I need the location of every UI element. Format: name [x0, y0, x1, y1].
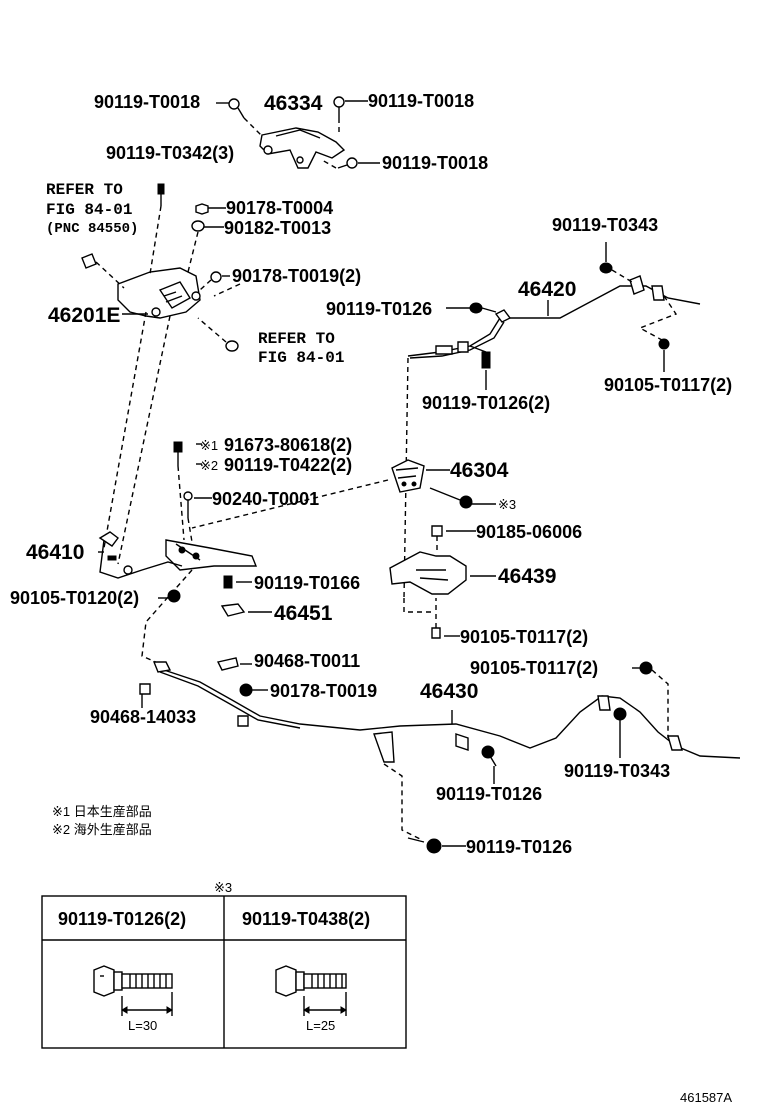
equalizer-46304: [391, 459, 425, 493]
callout-90178-T0004: 90178-T0004: [226, 198, 333, 218]
callout-46334: 46334: [264, 92, 323, 115]
callout-46451: 46451: [274, 602, 333, 625]
callout-46420: 46420: [518, 278, 576, 301]
bolt-icon: [639, 661, 653, 675]
bolt-icon: [469, 345, 491, 369]
clip-icon: [220, 603, 246, 617]
refer-label-2: REFER TO: [258, 330, 335, 348]
callout-46201E: 46201E: [48, 304, 120, 327]
mark-3: ※3: [498, 497, 516, 512]
bolt-icon: [223, 575, 233, 589]
length-label-30: L=30: [128, 1018, 157, 1033]
callout-46430: 46430: [420, 680, 478, 703]
cable-46420: [407, 275, 701, 359]
mark-2: ※2: [200, 458, 218, 473]
callout-90240-T0001: 90240-T0001: [212, 489, 319, 509]
nut-icon: [195, 203, 209, 215]
length-label-25: L=25: [306, 1018, 335, 1033]
nut-icon: [210, 271, 222, 283]
callout-90185-06006: 90185-06006: [476, 522, 582, 542]
bolt-icon: [658, 338, 670, 350]
bolt-icon: [333, 96, 345, 118]
note-overseas-made: ※2 海外生産部品: [52, 822, 152, 837]
callout-46439: 46439: [498, 565, 556, 588]
note-japan-made: ※1 日本生産部品: [52, 804, 152, 819]
bolt-icon: [228, 98, 245, 119]
table-col-90119-T0438: 90119-T0438(2): [242, 909, 370, 929]
bolt-icon: [337, 157, 358, 169]
table-col-90119-T0126: 90119-T0126(2): [58, 909, 186, 929]
clip-icon: [81, 253, 97, 269]
bolt-icon: [469, 302, 497, 314]
callout-90105-T0120: 90105-T0120(2): [10, 588, 139, 608]
bracket-46334: [259, 127, 346, 169]
callout-46304: 46304: [450, 459, 509, 482]
table-title: ※3: [214, 880, 232, 895]
callout-90468-14033: 90468-14033: [90, 707, 196, 727]
nut-icon: [225, 340, 239, 352]
bolt-icon: [275, 965, 347, 997]
bolt-icon: [429, 487, 473, 509]
callout-90182-T0013: 90182-T0013: [224, 218, 331, 238]
refer-fig-label-2: FIG 84-01: [258, 349, 344, 367]
bolt-icon: [93, 965, 173, 997]
callout-90468-T0011: 90468-T0011: [254, 651, 360, 671]
callout-90119-T0422: 90119-T0422(2): [224, 455, 352, 475]
cable-46430: [152, 661, 741, 763]
callout-90105-T0117-a: 90105-T0117(2): [604, 375, 732, 395]
callout-90119-T0126-2: 90119-T0126(2): [422, 393, 550, 413]
callout-90119-T0343-a: 90119-T0343: [552, 215, 658, 235]
bolt-icon: [157, 183, 165, 206]
callout-90119-T0166: 90119-T0166: [254, 573, 360, 593]
bolt-icon: [613, 707, 627, 721]
callout-90178-T0019-2: 90178-T0019(2): [232, 266, 361, 286]
bolt-icon: [431, 598, 441, 639]
mark-1: ※1: [200, 438, 218, 453]
callout-90178-T0019: 90178-T0019: [270, 681, 377, 701]
intermediate-lever: [165, 539, 258, 571]
bolt-icon: [183, 491, 193, 518]
bolt-icon: [173, 441, 183, 466]
callout-90119-T0342: 90119-T0342(3): [106, 143, 234, 163]
callout-90105-T0117-c: 90105-T0117(2): [470, 658, 598, 678]
callout-90119-T0018-b: 90119-T0018: [368, 91, 474, 111]
bolt-icon: [407, 837, 442, 854]
callout-90119-T0018-c: 90119-T0018: [382, 153, 488, 173]
bolt-icon: [167, 589, 181, 603]
clip-icon: [139, 683, 151, 695]
callout-90105-T0117-b: 90105-T0117(2): [460, 627, 588, 647]
cable-46410: [98, 531, 183, 579]
bolt-icon: [481, 745, 497, 767]
bolt-spec-table: ※3 90119-T0126(2) 90119-T0438(2) L=30 L=…: [41, 880, 407, 1049]
nut-icon: [239, 683, 253, 697]
refer-pnc-label: (PNC 84550): [46, 221, 138, 237]
nut-icon: [431, 525, 443, 554]
callout-90119-T0126-c: 90119-T0126: [466, 837, 572, 857]
protector-46439: [389, 551, 467, 595]
callout-90119-T0126-b: 90119-T0126: [436, 784, 542, 804]
callout-91673-80618: 91673-80618(2): [224, 435, 352, 455]
figure-id: 461587A: [680, 1090, 732, 1105]
refer-label: REFER TO: [46, 181, 123, 199]
lever-assembly-46201E: [117, 267, 201, 319]
callout-46410: 46410: [26, 541, 84, 564]
callout-90119-T0126-a: 90119-T0126: [326, 299, 432, 319]
callout-90119-T0018-a: 90119-T0018: [94, 92, 200, 112]
nut-icon: [599, 262, 613, 274]
refer-fig-label: FIG 84-01: [46, 201, 132, 219]
callout-90119-T0343-b: 90119-T0343: [564, 761, 670, 781]
clip-icon: [216, 657, 239, 671]
washer-icon: [191, 220, 205, 232]
